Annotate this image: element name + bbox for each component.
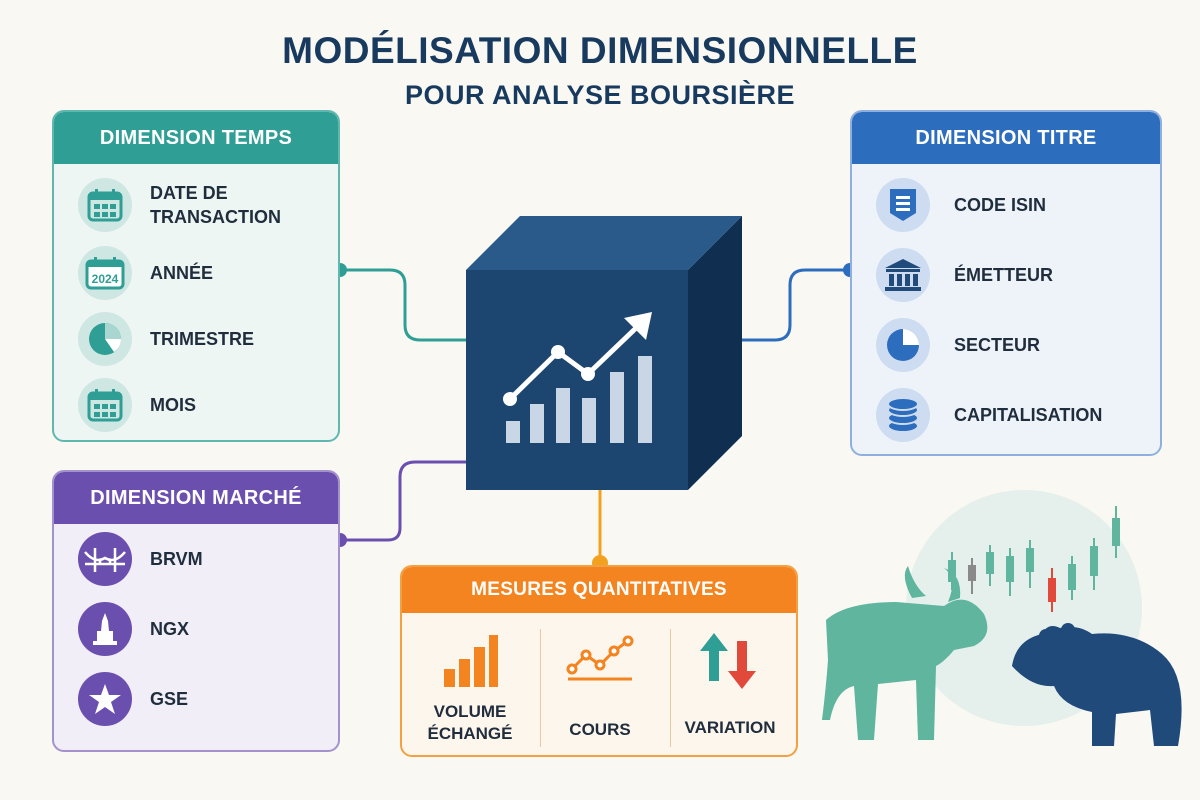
temps-item-trimestre: TRIMESTRE (78, 312, 254, 366)
bull-icon (822, 566, 988, 740)
temps-label-date: DATE DE TRANSACTION (150, 183, 281, 227)
measure-volume-label: VOLUME ÉCHANGÉ (427, 702, 513, 743)
mesures-quantitatives-panel: MESURES QUANTITATIVES VOLUME ÉCHANGÉ COU… (400, 565, 798, 757)
bank-icon (876, 248, 930, 302)
bull-bear-illustration (822, 490, 1182, 746)
calendar-icon (78, 178, 132, 232)
titre-item-secteur: SECTEUR (876, 318, 1040, 372)
measure-variation: VARIATION (664, 623, 796, 753)
star-icon (78, 672, 132, 726)
id-badge-icon (876, 178, 930, 232)
up-down-arrows-icon (698, 627, 762, 695)
calendar-icon (78, 378, 132, 432)
titre-item-isin: CODE ISIN (876, 178, 1046, 232)
measure-volume: VOLUME ÉCHANGÉ (404, 623, 536, 753)
measure-divider (540, 629, 541, 747)
temps-label-annee: ANNÉE (150, 263, 214, 283)
tower-icon (78, 602, 132, 656)
growth-chart-icon (503, 312, 652, 443)
marche-label-brvm: BRVM (150, 549, 203, 569)
measure-cours: COURS (534, 623, 666, 753)
marche-item-ngx: NGX (78, 602, 189, 656)
titre-label-secteur: SECTEUR (954, 335, 1041, 355)
dimension-temps-title: DIMENSION TEMPS (54, 112, 338, 164)
marche-item-gse: GSE (78, 672, 188, 726)
mesures-title: MESURES QUANTITATIVES (402, 567, 796, 613)
temps-item-mois: MOIS (78, 378, 196, 432)
titre-label-isin: CODE ISIN (954, 195, 1047, 215)
pie-chart-icon (78, 312, 132, 366)
dimension-marche-title: DIMENSION MARCHÉ (54, 472, 338, 524)
titre-item-emetteur: ÉMETTEUR (876, 248, 1053, 302)
page-subtitle: POUR ANALYSE BOURSIÈRE (404, 80, 796, 110)
titre-label-capitalisation: CAPITALISATION (954, 405, 1103, 425)
marche-label-ngx: NGX (150, 619, 190, 639)
fact-table-cube (466, 216, 742, 490)
page-title: MODÉLISATION DIMENSIONNELLE (282, 30, 918, 71)
pie-chart-icon (876, 318, 930, 372)
bar-chart-icon (440, 627, 500, 695)
dimension-titre-title: DIMENSION TITRE (852, 112, 1160, 164)
candlestick-chart (948, 506, 1120, 612)
marche-label-gse: GSE (150, 689, 189, 709)
coin-stack-icon (876, 388, 930, 442)
dimension-titre-panel: DIMENSION TITRE CODE ISIN ÉMETTEUR SECTE… (850, 110, 1162, 456)
marche-item-brvm: BRVM (78, 532, 203, 586)
calendar-year-icon: 2024 (78, 246, 132, 300)
dimension-temps-panel: DIMENSION TEMPS DATE DE TRANSACTION 2024… (52, 110, 340, 442)
titre-item-capitalisation: CAPITALISATION (876, 388, 1102, 442)
calendar-year-badge: 2024 (92, 272, 119, 286)
bear-icon (1012, 623, 1182, 746)
line-chart-icon (566, 627, 634, 695)
temps-label-trimestre: TRIMESTRE (150, 329, 255, 349)
temps-label-mois: MOIS (150, 395, 197, 415)
measure-divider (670, 629, 671, 747)
dimension-marche-panel: DIMENSION MARCHÉ BRVM NGX GSE (52, 470, 340, 752)
titre-label-emetteur: ÉMETTEUR (954, 265, 1053, 285)
temps-item-annee: 2024 ANNÉE (78, 246, 213, 300)
measure-variation-label: VARIATION (684, 718, 776, 737)
temps-item-date: DATE DE TRANSACTION (78, 178, 300, 232)
bridge-icon (78, 532, 132, 586)
measure-cours-label: COURS (569, 720, 631, 739)
